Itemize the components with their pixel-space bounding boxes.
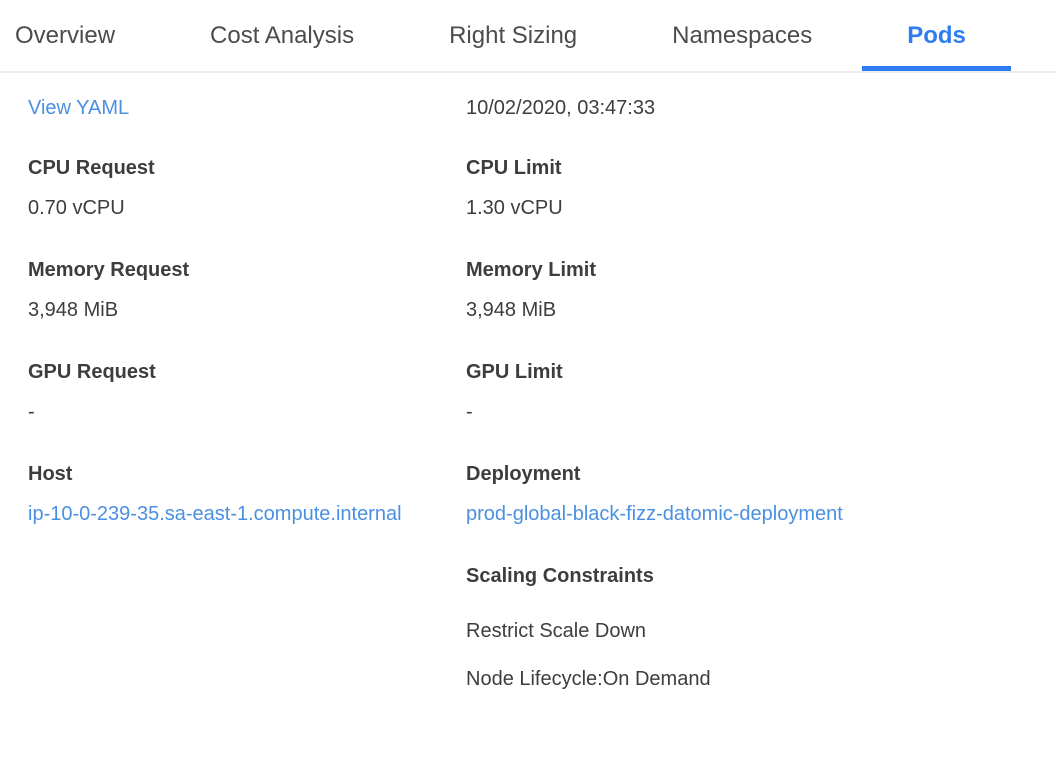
field-value: 3,948 MiB: [28, 299, 119, 321]
field-label: CPU Request: [28, 157, 155, 179]
field-cpu-limit: CPU Limit 1.30 vCPU: [466, 153, 1056, 223]
constraint-node-lifecycle: Node Lifecycle:On Demand: [466, 668, 711, 690]
field-label: Memory Limit: [466, 259, 597, 281]
tab-namespaces[interactable]: Namespaces: [627, 0, 857, 71]
tab-bar: Overview Cost Analysis Right Sizing Name…: [0, 0, 1056, 73]
deployment-link[interactable]: prod-global-black-fizz-datomic-deploymen…: [466, 503, 843, 525]
constraint-restrict-scale-down: Restrict Scale Down: [466, 620, 647, 642]
host-link[interactable]: ip-10-0-239-35.sa-east-1.compute.interna…: [28, 503, 402, 525]
field-label: Memory Request: [28, 259, 190, 281]
field-cpu-request: CPU Request 0.70 vCPU: [28, 153, 466, 223]
field-gpu-request: GPU Request -: [28, 357, 466, 427]
tab-pods[interactable]: Pods: [862, 0, 1011, 71]
field-host: Host ip-10-0-239-35.sa-east-1.compute.in…: [28, 459, 466, 529]
details-right-column: 10/02/2020, 03:47:33 CPU Limit 1.30 vCPU…: [466, 93, 1056, 712]
tab-right-sizing[interactable]: Right Sizing: [404, 0, 622, 71]
last-updated-timestamp: 10/02/2020, 03:47:33: [466, 97, 656, 119]
tab-overview[interactable]: Overview: [0, 0, 160, 71]
field-label: CPU Limit: [466, 157, 562, 179]
details-left-column: View YAML CPU Request 0.70 vCPU Memory R…: [28, 93, 466, 712]
field-label: Deployment: [466, 463, 581, 485]
field-label: GPU Limit: [466, 361, 563, 383]
field-value: 1.30 vCPU: [466, 197, 563, 219]
tab-cost-analysis[interactable]: Cost Analysis: [165, 0, 399, 71]
field-label: Host: [28, 463, 73, 485]
field-memory-request: Memory Request 3,948 MiB: [28, 255, 466, 325]
pod-details-panel: View YAML CPU Request 0.70 vCPU Memory R…: [0, 73, 1056, 712]
scaling-constraints-label: Scaling Constraints: [466, 565, 654, 587]
field-gpu-limit: GPU Limit -: [466, 357, 1056, 427]
field-value: 0.70 vCPU: [28, 197, 125, 219]
field-memory-limit: Memory Limit 3,948 MiB: [466, 255, 1056, 325]
field-label: GPU Request: [28, 361, 156, 383]
view-yaml-link[interactable]: View YAML: [28, 97, 130, 119]
field-value: 3,948 MiB: [466, 299, 557, 321]
field-value: -: [466, 401, 473, 423]
scaling-constraints-section: Scaling Constraints Restrict Scale Down …: [466, 561, 1056, 694]
field-deployment: Deployment prod-global-black-fizz-datomi…: [466, 459, 1056, 529]
field-value: -: [28, 401, 35, 423]
